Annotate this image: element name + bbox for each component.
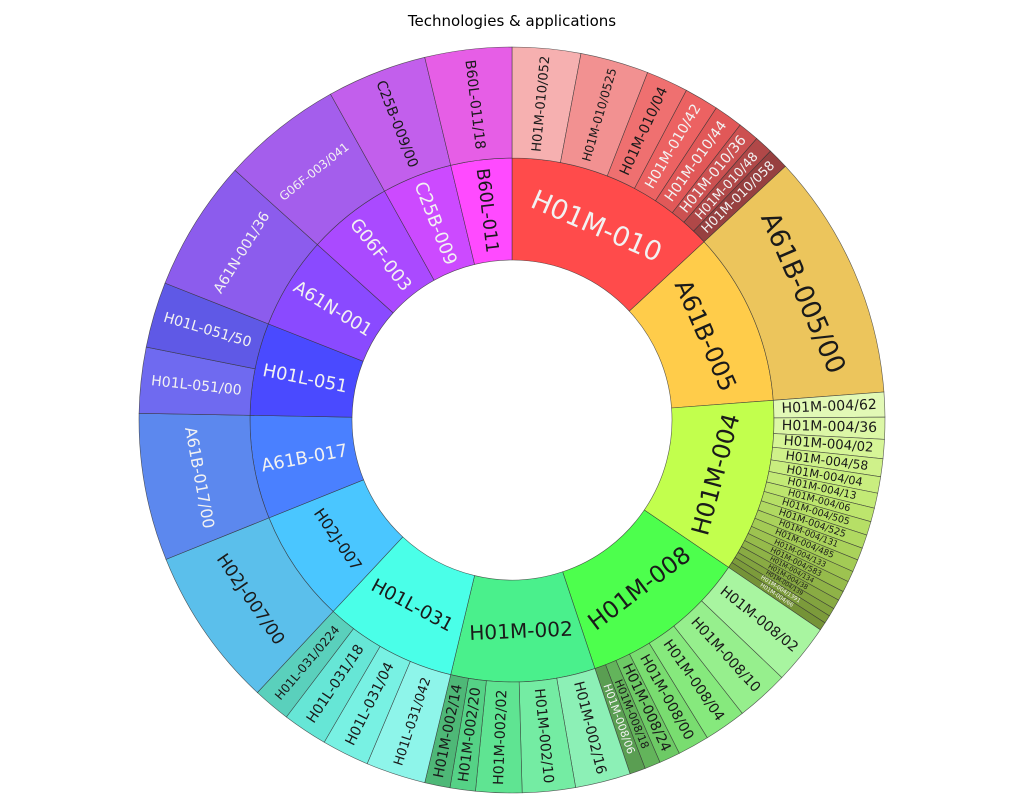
label-h01m-004-02: H01M-004/02	[783, 434, 874, 456]
label-h01m-004-36: H01M-004/36	[782, 418, 878, 436]
segment-b60l-011-18[interactable]	[424, 46, 513, 166]
inner-ring	[249, 157, 775, 683]
chart-title: Technologies & applications	[407, 12, 617, 30]
outer-ring	[138, 46, 886, 794]
label-h01m-002-02: H01M-002/02	[491, 689, 510, 785]
label-h01m-004-62: H01M-004/62	[781, 397, 877, 417]
label-h01m-002: H01M-002	[469, 617, 574, 645]
